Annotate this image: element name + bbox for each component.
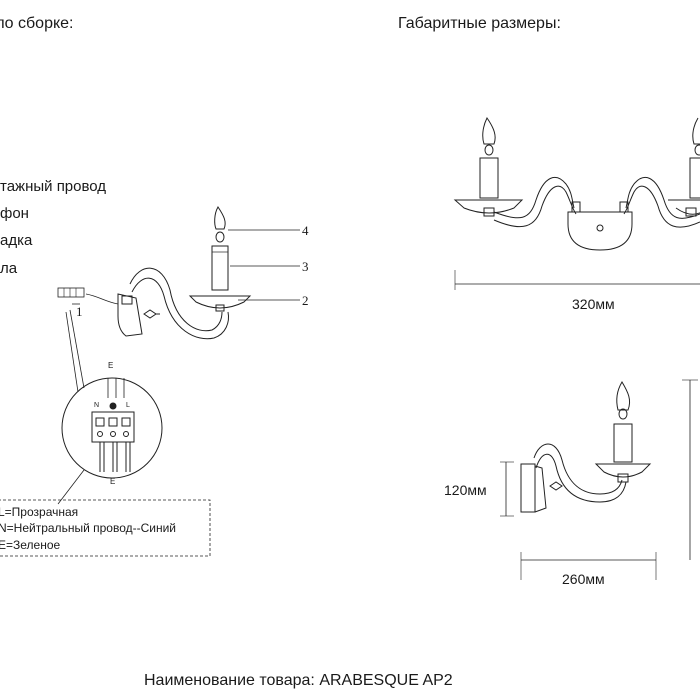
connector-detail [57, 377, 163, 505]
wire-label: E=Зеленое [0, 538, 61, 552]
legend-item: фон [0, 205, 29, 222]
callout-number: 4 [302, 223, 309, 238]
assembly-heading: по сборке: [0, 15, 74, 32]
wire-label: N=Нейтральный провод--Синий [0, 521, 176, 535]
wire-label: L=Прозрачная [0, 505, 79, 519]
product-name: Наименование товара: ARABESQUE AP2 [144, 672, 453, 689]
side-view-lamp [500, 379, 698, 580]
front-view-lamp [453, 117, 700, 290]
connector-pin-label: L [126, 402, 130, 409]
dimension-height-side: 120мм [444, 482, 487, 498]
legend-item: тажный провод [0, 178, 107, 195]
legend-item: ла [0, 260, 18, 277]
assembly-lamp [57, 206, 300, 393]
connector-label-bottom: E [110, 477, 116, 486]
callout-number: 1 [76, 304, 83, 319]
dimension-width-side: 260мм [562, 571, 605, 587]
connector-pin-label: N [94, 402, 100, 409]
wire-legend-box [0, 499, 211, 557]
callout-number: 2 [302, 293, 309, 308]
connector-label-top: E [108, 361, 114, 370]
dimensions-heading: Габаритные размеры: [398, 15, 561, 32]
callout-number: 3 [302, 259, 309, 274]
dimension-width-front: 320мм [572, 296, 615, 312]
legend-item: адка [0, 232, 33, 249]
